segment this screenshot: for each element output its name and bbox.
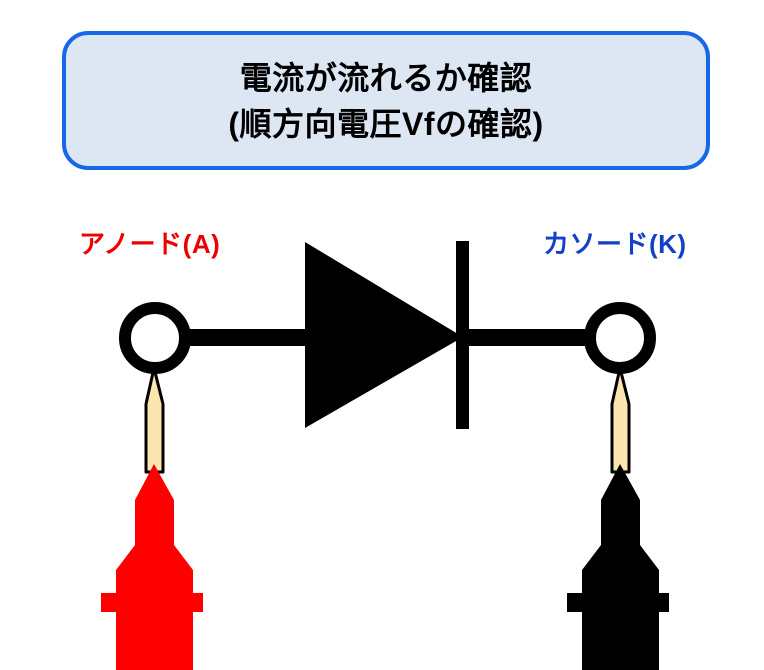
diode-cathode-bar-icon <box>456 241 469 429</box>
cathode-wire <box>458 329 592 346</box>
cathode-terminal-circle <box>584 302 656 374</box>
title-callout-box: 電流が流れるか確認 (順方向電圧Vfの確認) <box>62 31 710 170</box>
red-probe-body <box>116 464 193 670</box>
red-probe-finger-guard <box>101 593 203 612</box>
black-test-probe <box>567 366 669 670</box>
title-line-1: 電流が流れるか確認 <box>239 59 533 96</box>
anode-wire <box>184 329 314 346</box>
cathode-label: カソード(K) <box>543 229 687 259</box>
anode-terminal-circle <box>119 302 191 374</box>
anode-label: アノード(A) <box>79 229 221 259</box>
black-probe-needle-icon <box>610 366 631 474</box>
black-probe-finger-guard <box>567 593 669 612</box>
title-line-2: (順方向電圧Vfの確認) <box>228 105 544 142</box>
red-probe-needle-icon <box>144 366 165 474</box>
red-test-probe <box>101 366 203 670</box>
black-probe-body <box>582 464 659 670</box>
diode-triangle-icon <box>305 242 463 428</box>
